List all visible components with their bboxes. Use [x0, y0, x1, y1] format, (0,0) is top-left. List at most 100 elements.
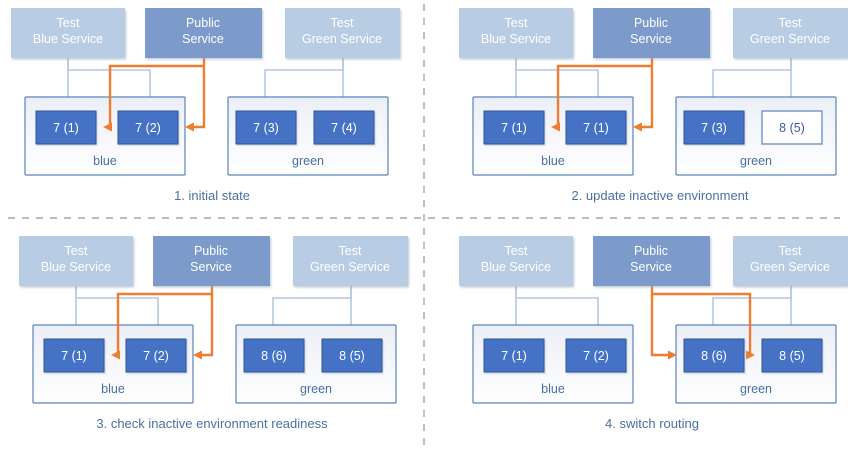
public-service-line1: Public [634, 244, 668, 258]
panel-3-test-green-service[interactable]: Test Green Service [293, 236, 408, 286]
panel-4-node-blue-2: 7 (2) [565, 338, 627, 373]
node-label: 7 (2) [583, 349, 609, 363]
panel-1: blue green 7 (1) 7 (2) 7 (3) 7 (4) [11, 8, 400, 203]
panel-3: blue green 7 (1) 7 (2) 8 (6) 8 (5) [19, 236, 408, 431]
public-service-line2: Service [630, 260, 672, 274]
test-green-service-line2: Green Service [310, 260, 390, 274]
panel-1-caption: 1. initial state [174, 188, 250, 203]
node-label: 7 (3) [701, 121, 727, 135]
node-label: 7 (1) [501, 121, 527, 135]
panel-3-node-green-2: 8 (5) [321, 338, 383, 373]
node-label: 7 (1) [501, 349, 527, 363]
env-label-blue: blue [541, 382, 565, 396]
panel-4-public-service[interactable]: Public Service [593, 236, 710, 286]
panel-1-test-blue-service[interactable]: Test Blue Service [11, 8, 125, 58]
test-green-service-line2: Green Service [302, 32, 382, 46]
panel-1-node-green-1: 7 (3) [235, 110, 297, 145]
panel-2-node-green-2: 8 (5) [761, 110, 823, 145]
connector-testgreen-node3 [708, 58, 792, 110]
panel-2-node-blue-2: 7 (1) [565, 110, 627, 145]
panel-4-test-blue-service[interactable]: Test Blue Service [459, 236, 573, 286]
public-service-line1: Public [186, 16, 220, 30]
test-blue-service-line2: Blue Service [33, 32, 103, 46]
route-public-to-blue-node1 [551, 64, 652, 132]
panel-2: blue green 7 (1) 7 (1) 7 (3) 8 (5) [459, 8, 848, 203]
panel-dividers [8, 4, 840, 452]
node-label: 7 (1) [583, 121, 609, 135]
test-blue-service-line1: Test [57, 16, 80, 30]
panel-2-node-blue-1: 7 (1) [483, 110, 545, 145]
node-label: 7 (1) [61, 349, 87, 363]
connector-testblue-node2 [515, 286, 603, 338]
panel-3-public-routing [111, 286, 214, 360]
panel-2-public-service[interactable]: Public Service [593, 8, 710, 58]
route-public-to-blue-node1 [103, 64, 204, 132]
node-label: 8 (5) [779, 349, 805, 363]
panel-1-test-green-service[interactable]: Test Green Service [285, 8, 400, 58]
node-label: 8 (5) [779, 121, 805, 135]
test-blue-service-line2: Blue Service [481, 260, 551, 274]
node-label: 7 (3) [253, 121, 279, 135]
public-service-line2: Service [190, 260, 232, 274]
env-label-green: green [740, 154, 772, 168]
test-blue-service-line2: Blue Service [41, 260, 111, 274]
route-public-to-blue-node2 [193, 286, 214, 360]
env-label-green: green [740, 382, 772, 396]
panel-1-node-blue-1: 7 (1) [35, 110, 97, 145]
test-blue-service-line2: Blue Service [481, 32, 551, 46]
node-label: 8 (6) [701, 349, 727, 363]
panel-3-test-blue-service[interactable]: Test Blue Service [19, 236, 133, 286]
panel-3-public-service[interactable]: Public Service [153, 236, 270, 286]
test-blue-service-line1: Test [505, 244, 528, 258]
test-green-service-line2: Green Service [750, 260, 830, 274]
panel-3-node-green-1: 8 (6) [243, 338, 305, 373]
public-service-line2: Service [630, 32, 672, 46]
panel-4-public-routing [650, 286, 755, 360]
panel-4-node-green-1: 8 (6) [683, 338, 745, 373]
connector-testgreen-node3 [708, 286, 792, 338]
route-public-to-blue-node2 [633, 58, 654, 132]
panel-2-test-blue-service[interactable]: Test Blue Service [459, 8, 573, 58]
panel-4-node-blue-1: 7 (1) [483, 338, 545, 373]
route-public-to-green-node2 [652, 292, 755, 360]
env-label-green: green [300, 382, 332, 396]
route-public-to-blue-node1 [111, 292, 212, 360]
test-blue-service-line1: Test [65, 244, 88, 258]
panel-4-caption: 4. switch routing [605, 416, 699, 431]
node-label: 7 (2) [143, 349, 169, 363]
panel-2-test-green-service[interactable]: Test Green Service [733, 8, 848, 58]
public-service-line1: Public [194, 244, 228, 258]
node-label: 7 (2) [135, 121, 161, 135]
test-green-service-line2: Green Service [750, 32, 830, 46]
env-label-blue: blue [101, 382, 125, 396]
panel-4-test-green-service[interactable]: Test Green Service [733, 236, 848, 286]
node-label: 8 (5) [339, 349, 365, 363]
public-service-line1: Public [634, 16, 668, 30]
panel-3-caption: 3. check inactive environment readiness [96, 416, 328, 431]
connector-testgreen-node3 [260, 58, 344, 110]
env-label-blue: blue [541, 154, 565, 168]
connector-testgreen-node3 [268, 286, 352, 338]
panel-2-public-routing [551, 58, 654, 132]
env-label-blue: blue [93, 154, 117, 168]
panel-1-public-service[interactable]: Public Service [145, 8, 262, 58]
panel-3-node-blue-1: 7 (1) [43, 338, 105, 373]
panel-1-public-routing [103, 58, 206, 132]
test-green-service-line1: Test [779, 244, 802, 258]
panel-3-node-blue-2: 7 (2) [125, 338, 187, 373]
public-service-line2: Service [182, 32, 224, 46]
node-label: 7 (1) [53, 121, 79, 135]
panel-1-node-blue-2: 7 (2) [117, 110, 179, 145]
env-label-green: green [292, 154, 324, 168]
panel-2-node-green-1: 7 (3) [683, 110, 745, 145]
panel-1-node-green-2: 7 (4) [313, 110, 375, 145]
route-public-to-green-node1 [650, 286, 677, 360]
node-label: 7 (4) [331, 121, 357, 135]
node-label: 8 (6) [261, 349, 287, 363]
test-green-service-line1: Test [339, 244, 362, 258]
test-green-service-line1: Test [331, 16, 354, 30]
test-green-service-line1: Test [779, 16, 802, 30]
test-blue-service-line1: Test [505, 16, 528, 30]
